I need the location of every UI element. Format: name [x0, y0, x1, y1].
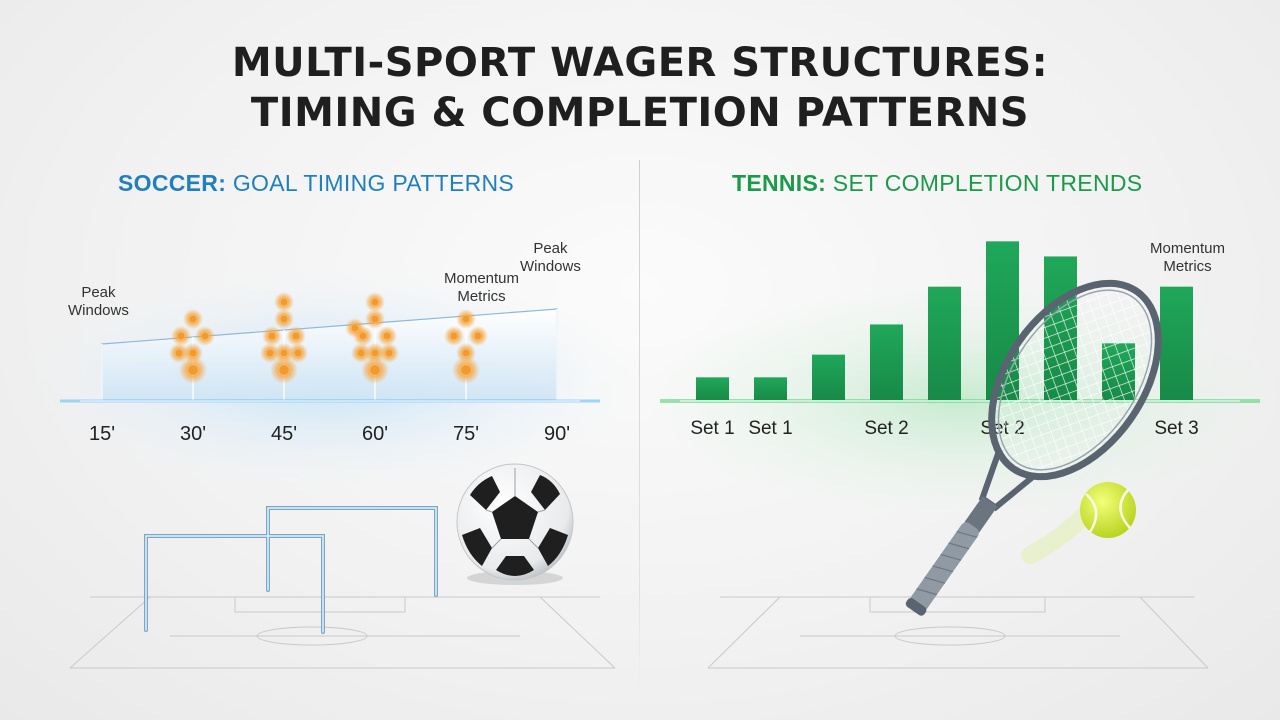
annotation-line: Momentum — [444, 270, 520, 287]
soccer-momentum-metrics: Momentum Metrics — [444, 270, 519, 306]
annotation-line: Windows — [520, 258, 581, 275]
goal-dot — [183, 343, 203, 363]
goal-dot — [377, 326, 397, 346]
tennis-title-rest: SET COMPLETION TRENDS — [826, 170, 1143, 196]
soccer-title-rest: GOAL TIMING PATTERNS — [226, 170, 515, 196]
tennis-momentum-metrics: Momentum Metrics — [1150, 240, 1225, 276]
goal-dot — [171, 326, 191, 346]
goal-dot — [365, 343, 385, 363]
goal-dot — [456, 309, 476, 329]
soccer-peak-windows-left: Peak Windows — [68, 284, 129, 320]
soccer-goal-dots — [169, 292, 488, 384]
goal-dot — [468, 326, 488, 346]
soccer-title-bold: SOCCER: — [118, 170, 227, 196]
goal-dot — [444, 326, 464, 346]
annotation-line: Peak — [81, 284, 116, 301]
tennis-bar — [754, 377, 787, 400]
goal-dot — [365, 292, 385, 312]
page-title: MULTI-SPORT WAGER STRUCTURES: TIMING & C… — [0, 38, 1280, 138]
goal-dot — [351, 343, 371, 363]
soccer-tick-label: 75' — [453, 423, 479, 445]
annotation-line: Peak — [533, 240, 568, 257]
annotation-line: Metrics — [1163, 258, 1212, 275]
page-title-line-1: MULTI-SPORT WAGER STRUCTURES: — [231, 40, 1049, 86]
tennis-ball-icon — [1021, 482, 1136, 564]
tennis-set-label: Set 1 — [748, 418, 792, 439]
annotation-line: Momentum — [1150, 240, 1226, 257]
tennis-set-label: Set 3 — [1154, 418, 1198, 439]
tennis-set-label: Set 1 — [690, 418, 734, 439]
goal-dot — [274, 309, 294, 329]
annotation-line: Metrics — [457, 288, 506, 305]
goal-dot — [179, 356, 207, 384]
tennis-bar — [870, 324, 903, 400]
soccer-tick-label: 15' — [89, 423, 115, 445]
soccer-tick-label: 45' — [271, 423, 297, 445]
tennis-bar — [1160, 286, 1193, 400]
tennis-title-bold: TENNIS: — [732, 170, 827, 196]
annotation-line: Windows — [68, 302, 129, 319]
goal-dot — [262, 326, 282, 346]
goal-dot — [169, 343, 189, 363]
goal-dot — [183, 309, 203, 329]
soccer-ball-icon — [456, 463, 574, 585]
tennis-bar — [696, 377, 729, 400]
soccer-panel-title: SOCCER: GOAL TIMING PATTERNS — [118, 170, 514, 197]
tennis-bar — [928, 286, 961, 400]
goal-dot — [270, 356, 298, 384]
soccer-tick-label: 30' — [180, 423, 206, 445]
tennis-court-lines — [707, 596, 1209, 669]
tennis-bar — [812, 354, 845, 400]
goal-dot — [456, 343, 476, 363]
soccer-goals — [144, 506, 438, 634]
goal-dot — [260, 343, 280, 363]
soccer-peak-windows-right: Peak Windows — [520, 240, 581, 276]
soccer-x-ticks: 15' 30' 45' 60' 75' 90' — [89, 423, 570, 445]
tennis-set-label: Set 2 — [864, 418, 908, 439]
goal-dot — [288, 343, 308, 363]
tennis-panel-title: TENNIS: SET COMPLETION TRENDS — [732, 170, 1142, 197]
soccer-tick-label: 90' — [544, 423, 570, 445]
goal-dot — [379, 343, 399, 363]
goal-dot — [452, 356, 480, 384]
goal-dot — [274, 343, 294, 363]
goal-dot — [345, 318, 365, 338]
goal-dot — [365, 309, 385, 329]
goal-dot — [361, 356, 389, 384]
tennis-racket-icon — [905, 279, 1162, 616]
soccer-field-lines — [69, 596, 616, 669]
goal-dot — [286, 326, 306, 346]
goal-dot — [274, 292, 294, 312]
goal-dot — [195, 326, 215, 346]
page-title-line-2: TIMING & COMPLETION PATTERNS — [250, 90, 1030, 136]
soccer-tick-label: 60' — [362, 423, 388, 445]
